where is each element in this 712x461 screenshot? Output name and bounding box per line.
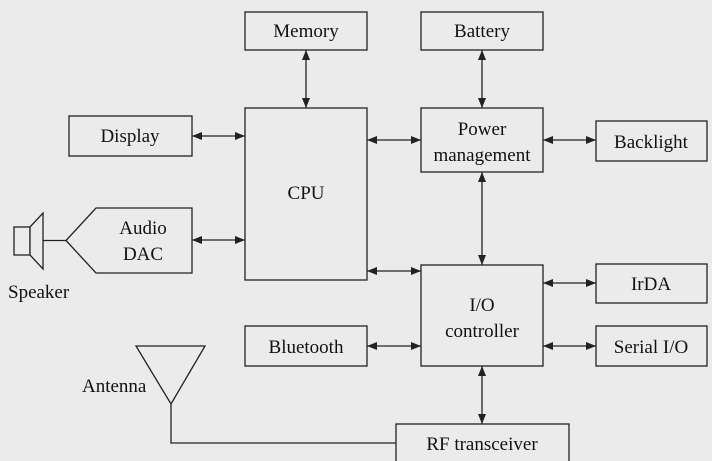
memory-label: Memory xyxy=(273,21,339,42)
cpu-block: CPU xyxy=(244,107,368,281)
io-controller-block: I/O controller xyxy=(420,264,544,367)
battery-block: Battery xyxy=(420,11,544,51)
io-label-line1: I/O xyxy=(469,295,494,316)
serial-label: Serial I/O xyxy=(614,337,688,358)
backlight-label: Backlight xyxy=(614,132,689,153)
audio-label-line1: Audio xyxy=(119,218,167,239)
power-management-block: Power management xyxy=(420,107,544,173)
audio-dac-block: Audio DAC xyxy=(65,207,193,274)
irda-label: IrDA xyxy=(631,274,671,295)
rf-label: RF transceiver xyxy=(426,434,538,455)
memory-block: Memory xyxy=(244,11,368,51)
io-label-line2: controller xyxy=(445,321,520,342)
irda-block: IrDA xyxy=(595,263,708,304)
bluetooth-label: Bluetooth xyxy=(269,337,344,358)
display-block: Display xyxy=(68,115,193,157)
antenna-label: Antenna xyxy=(82,376,147,397)
speaker-label: Speaker xyxy=(8,282,70,303)
cpu-label: CPU xyxy=(288,183,325,204)
battery-label: Battery xyxy=(454,21,510,42)
audio-label-line2: DAC xyxy=(123,244,163,265)
speaker-icon xyxy=(13,211,66,271)
backlight-block: Backlight xyxy=(595,120,708,162)
rf-transceiver-block: RF transceiver xyxy=(395,423,570,461)
power-label-line2: management xyxy=(433,145,531,166)
bluetooth-block: Bluetooth xyxy=(244,325,368,367)
display-label: Display xyxy=(100,126,160,147)
serial-io-block: Serial I/O xyxy=(595,325,708,367)
power-label-line1: Power xyxy=(458,119,507,140)
antenna-icon xyxy=(134,345,396,444)
